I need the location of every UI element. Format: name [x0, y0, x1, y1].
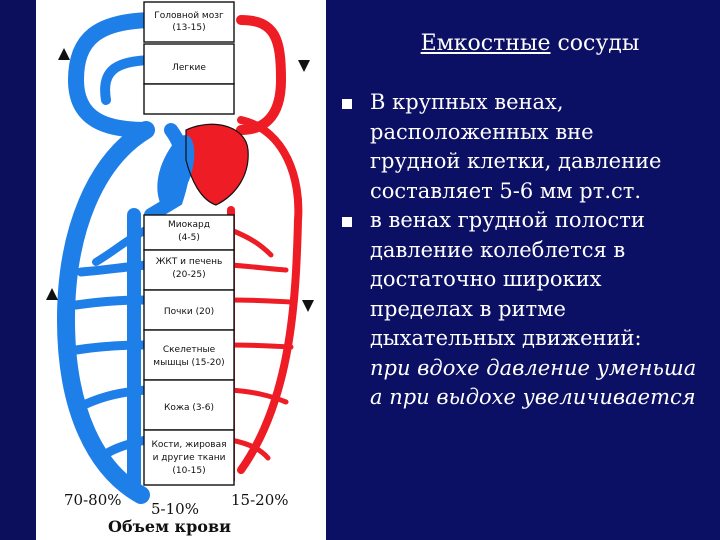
- bullet-line: В крупных венах,: [370, 90, 564, 114]
- blood-volume-caption: Объем крови: [108, 517, 231, 536]
- organ-value: и другие ткани: [153, 453, 226, 463]
- bullet-item: В крупных венах, расположенных вне грудной…: [340, 88, 720, 206]
- organ-label: Головной мозг: [154, 11, 224, 21]
- percent-capillaries: 5-10%: [151, 500, 199, 518]
- slide-title: Емкостные сосуды: [380, 30, 680, 58]
- organ-label: Миокард: [168, 220, 210, 230]
- organ-labels: Головной мозг (13-15) Легкие Миокард (4-…: [151, 11, 226, 476]
- arrow-up-icon: [46, 288, 58, 300]
- circulation-diagram: Головной мозг (13-15) Легкие Миокард (4-…: [36, 0, 326, 540]
- percent-arteries: 15-20%: [231, 491, 289, 509]
- bullet-line: грудной клетки, давление: [370, 149, 662, 173]
- bullet-line: при вдохе давление уменьша: [370, 355, 697, 380]
- organ-extra: (10-15): [172, 466, 205, 476]
- bullet-line: давление колеблется в: [370, 237, 626, 262]
- bullet-line: пределах в ритме: [370, 296, 566, 321]
- bullet-list: В крупных венах, расположенных вне грудной…: [340, 88, 720, 413]
- organ-label: Кожа (3-6): [164, 403, 214, 413]
- bullet-line: дыхательных движений:: [370, 326, 642, 350]
- arrow-down-icon: [302, 300, 314, 312]
- title-underlined-word: Емкостные: [420, 31, 551, 56]
- arrow-down-icon: [298, 60, 310, 72]
- arrow-up-icon: [58, 48, 70, 60]
- arterial-vessels: [227, 15, 303, 484]
- bullet-square-icon: [342, 217, 352, 227]
- venous-vessels: [56, 12, 190, 504]
- organ-value: (4-5): [178, 233, 200, 243]
- circulation-svg: Головной мозг (13-15) Легкие Миокард (4-…: [46, 1, 314, 536]
- organ-value: мышцы (15-20): [153, 358, 224, 368]
- organ-label: Почки (20): [164, 307, 214, 317]
- title-rest: сосуды: [550, 31, 640, 56]
- organ-label: Кости, жировая: [151, 440, 226, 450]
- bullet-line: в венах грудной полости: [370, 208, 645, 232]
- flow-arrows: [46, 48, 314, 312]
- bullet-square-icon: [342, 99, 352, 109]
- organ-label: Легкие: [172, 63, 206, 73]
- percent-veins: 70-80%: [64, 491, 122, 509]
- organ-value: (13-15): [172, 23, 205, 33]
- heart: [157, 123, 249, 206]
- slide-left-border: [0, 0, 36, 540]
- bullet-line: а при выдохе увеличивается: [370, 385, 696, 409]
- bullet-line: расположенных вне: [370, 119, 594, 144]
- organ-value: (20-25): [172, 270, 205, 280]
- organ-label: Скелетные: [163, 345, 216, 355]
- bullet-line: достаточно широких: [370, 267, 602, 291]
- organ-column: [143, 1, 235, 486]
- bullet-item: в венах грудной полости давление колеблет…: [340, 206, 720, 413]
- volume-labels: 70-80% 5-10% 15-20% Объем крови: [64, 491, 289, 536]
- bullet-line: составляет 5-6 мм рт.ст.: [370, 178, 642, 203]
- organ-label: ЖКТ и печень: [156, 257, 223, 267]
